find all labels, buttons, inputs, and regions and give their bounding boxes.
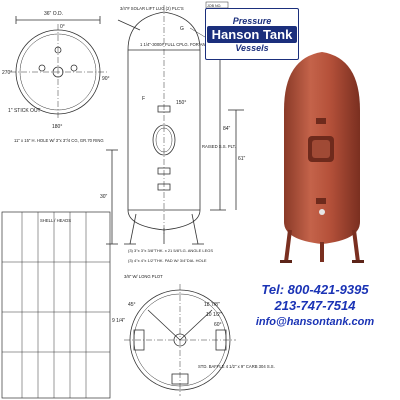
phone-number-2: 213-747-7514 — [274, 298, 356, 313]
label-angle-150: 150° — [176, 100, 186, 106]
label-angle-45: 45° — [128, 302, 136, 308]
label-stick-out: 1" STICK OUT — [8, 108, 41, 114]
label-long-plot: 3/8" W/ LONG PLOT — [124, 274, 163, 279]
label-nozzle-note: RAISED S.S. PLT. — [202, 144, 236, 149]
logo-line-3: Vessels — [235, 42, 269, 53]
hanson-tank-logo: Pressure Hanson Tank Vessels — [205, 8, 299, 60]
email-address: info@hansontank.com — [255, 316, 375, 328]
phone-number: Tel: 800-421-9395 — [261, 282, 369, 297]
label-dim-c: 10 1/2" — [206, 312, 222, 318]
label-height-a: 84" — [223, 126, 231, 132]
label-baffle: STD. BAFFLE 4 1/2" x 9" CARB 304 S.S. — [198, 364, 275, 369]
label-fitting-top: 1 1/4"-3000# FULL CPLG. FOR ANODE — [140, 42, 215, 47]
label-angle-right: 90° — [102, 76, 110, 82]
label-angle-top: 0° — [60, 24, 65, 30]
label-height-b: 61" — [238, 156, 246, 162]
label-outlet: F — [142, 96, 145, 102]
label-handhole: 11" x 15" H. HOLE W/ 3"x 3"/4 CG, GR.70 … — [14, 138, 104, 143]
label-height-c: 30" — [100, 194, 108, 200]
label-leg-pad: (3) 4"x 4"x 1/2"THK. PAD W/ 3/4"DIA. HOL… — [128, 258, 207, 263]
label-title-block: SHELL / HEADS — [40, 218, 71, 223]
label-inlet: G — [180, 26, 184, 32]
label-leg-note: (3) 3"x 3"x 3/8"THK. x 21 5/8"LG. ANGLE … — [128, 248, 213, 253]
logo-line-2: Hanson Tank — [206, 25, 298, 43]
logo-line-1: Pressure — [232, 15, 272, 26]
label-job: JOB NO. — [207, 4, 221, 8]
label-lift-lugs: 3/4"# SOLAR LIFT LUG (2) PLC'S — [120, 6, 184, 11]
contact-info: Tel: 800-421-9395 213-747-7514 info@hans… — [240, 282, 390, 330]
label-angle-60: 60° — [214, 322, 222, 328]
label-dim-d: 9 1/4" — [112, 318, 125, 324]
label-angle-bottom: 180° — [52, 124, 62, 130]
label-angle-left: 270° — [2, 70, 12, 76]
title-block — [1, 211, 111, 399]
label-dim-b: 18 7/8" — [204, 302, 220, 308]
label-width: 36" O.D. — [44, 11, 63, 17]
